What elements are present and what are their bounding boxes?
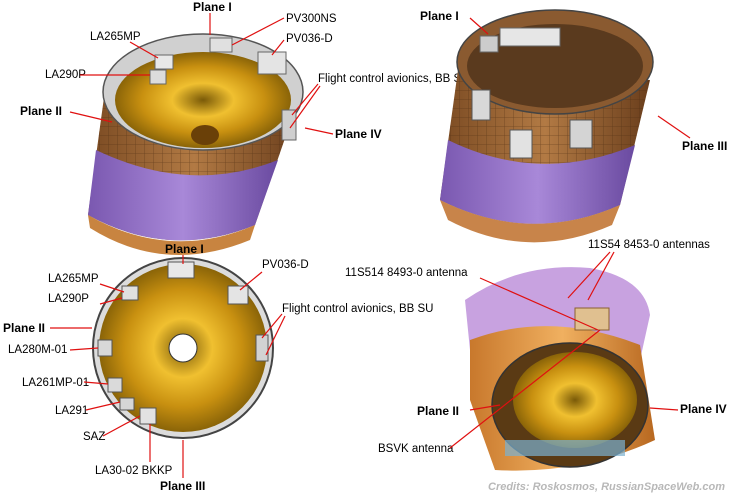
bl-equip-pv036 [227,285,249,305]
credits-text: Credits: Roskosmos, RussianSpaceWeb.com [488,481,725,493]
tl-pv036d: PV036-D [286,33,333,45]
bl-equip-la280 [97,339,113,357]
bl-equip-la261 [107,377,123,393]
tl-leader-plane-iv [304,127,334,135]
tl-leader-la265mp [129,41,159,59]
tl-plane-i: Plane I [193,0,232,14]
tl-leader-pv300ns [231,17,285,46]
br-leader-plane-iv [649,407,679,411]
bl-equip-fc [255,334,269,362]
tr-panel-3 [569,119,593,149]
bl-leader-pv036d [239,271,263,291]
tl-equip-2 [149,69,167,85]
tl-pv300ns: PV300NS [286,13,337,25]
tr-panel-1 [471,89,491,121]
tl-equip-5 [281,109,297,141]
tr-plane-iii: Plane III [682,139,727,153]
bl-pv036d: PV036-D [262,259,309,271]
tl-dish-hole [191,125,219,145]
tl-plane-iv: Plane IV [335,127,382,141]
bl-leader-fc-2 [265,315,286,356]
tl-leader-plane-ii [69,111,113,123]
tr-leader-plane-i [469,17,489,35]
bl-equip-la291 [119,397,135,411]
bl-la290p: LA290P [48,293,89,305]
br-plane-ii: Plane II [417,404,459,418]
tl-equip-3 [257,51,287,75]
tl-la290p: LA290P [45,69,86,81]
bl-la3002: LA30-02 BKKP [95,465,173,477]
bl-equip-saz [139,407,157,425]
tl-leader-pv036d [271,39,285,56]
tr-equip-2 [479,35,499,53]
tr-equip-1 [499,27,561,47]
bl-equip-la265 [121,285,139,301]
br-leader-11s54-b [587,251,615,301]
br-inner-dish [513,352,637,448]
bl-la261mp01: LA261MP-01 [22,377,89,389]
bl-plane-i: Plane I [165,242,204,256]
bl-la265mp: LA265MP [48,273,99,285]
bl-equip-top [167,261,195,279]
br-leader-plane-ii [469,404,501,411]
bl-center-hole [168,333,198,363]
br-11s54: 11S54 8453-0 antennas [588,239,710,251]
tl-equip-4 [209,37,233,53]
br-11s514: 11S514 8493-0 antenna [345,267,468,279]
br-plane-iv: Plane IV [680,402,727,416]
bl-la280m01: LA280M-01 [8,344,67,356]
tl-plane-ii: Plane II [20,104,62,118]
br-leader-11s514 [479,277,599,331]
bl-leader-la261 [83,381,109,385]
view-top-left: Plane I PV300NS PV036-D LA265MP LA290P P… [20,0,469,255]
br-stripes [505,440,625,456]
br-leader-11s54-a [567,251,611,299]
tr-leader-plane-iii [657,115,691,139]
tl-purple-band [88,150,278,241]
view-top-right: Plane I Plane III [420,9,727,243]
tl-flight-control: Flight control avionics, BB SU [318,73,469,85]
bl-plane-ii: Plane II [3,321,45,335]
bl-la291: LA291 [55,405,88,417]
br-bsvk: BSVK antenna [378,443,454,455]
view-bottom-right: 11S514 8493-0 antenna 11S54 8453-0 anten… [345,239,727,471]
tl-leader-fc-1 [291,83,319,116]
tr-bottom [440,200,620,243]
tl-equip-1 [154,54,174,70]
bl-leader-la265mp [99,283,125,293]
bl-leader-la280 [69,347,99,351]
tr-panel-2 [509,129,533,159]
bl-leader-fc-1 [261,313,283,339]
tr-purple-band [440,140,635,224]
view-bottom-left: Plane I PV036-D LA265MP LA290P Plane II … [3,242,433,493]
tl-bottom-rim [88,215,255,255]
br-antenna-patch [574,307,610,331]
bl-leader-saz [102,415,141,437]
bl-saz: SAZ [83,431,105,443]
bl-flight-control: Flight control avionics, BB SU [282,303,433,315]
bl-leader-la291 [85,401,121,411]
tl-leader-fc-2 [289,85,321,129]
br-leader-bsvk [449,329,601,449]
tl-la265mp: LA265MP [90,31,141,43]
bl-leader-la290p [99,297,123,305]
bl-plane-iii: Plane III [160,479,205,493]
tr-plane-i: Plane I [420,9,459,23]
